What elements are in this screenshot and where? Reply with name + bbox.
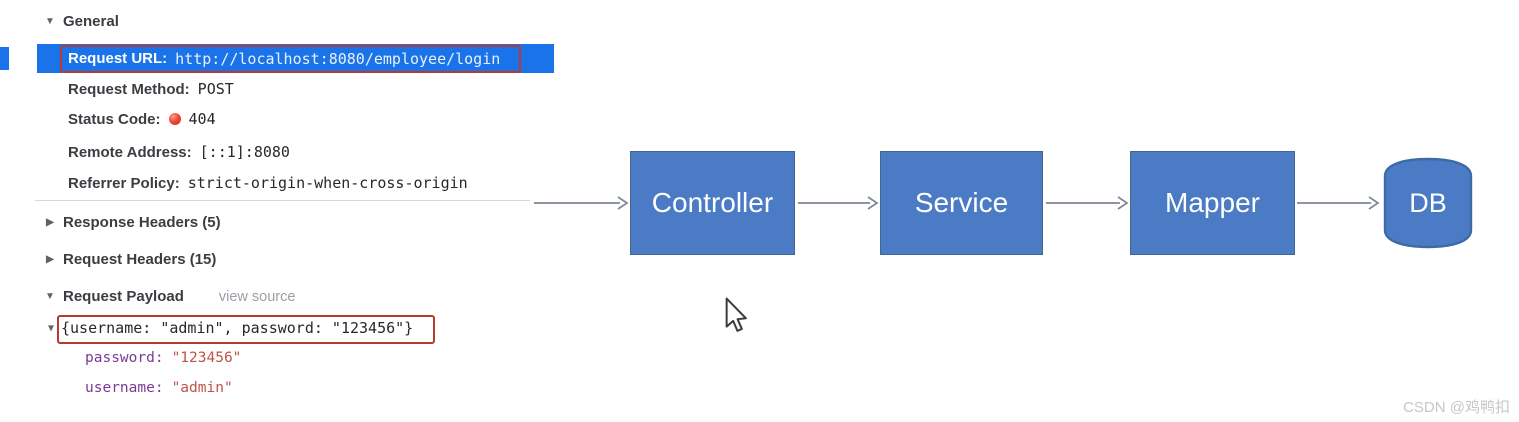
status-code-value: 404 (188, 110, 216, 128)
section-response-headers-title: Response Headers (5) (63, 214, 221, 231)
flow-arrow-service-mapper (1046, 196, 1129, 210)
section-general[interactable]: ▼ General (44, 13, 119, 30)
section-request-payload[interactable]: ▼ Request Payload view source (44, 288, 295, 305)
remote-address-row: Remote Address: [::1]:8080 (68, 143, 290, 161)
request-url-label: Request URL: (68, 50, 168, 67)
node-controller-label: Controller (651, 187, 774, 218)
payload-key: password: (85, 350, 164, 366)
section-response-headers[interactable]: ▶ Response Headers (5) (44, 214, 221, 231)
section-request-headers[interactable]: ▶ Request Headers (15) (44, 251, 216, 268)
remote-address-value: [::1]:8080 (199, 143, 290, 161)
payload-value: "123456" (171, 350, 242, 366)
triangle-expanded-icon: ▼ (47, 322, 55, 334)
csdn-watermark: CSDN @鸡鸭扣 (1403, 399, 1510, 416)
payload-entry-password: password: "123456" (85, 350, 241, 366)
node-service-label: Service (914, 187, 1009, 218)
flow-arrow-mapper-db (1297, 196, 1380, 210)
status-error-dot-icon (168, 113, 181, 125)
node-mapper: Mapper (1130, 151, 1295, 255)
node-db-cylinder: DB (1383, 157, 1473, 249)
triangle-expanded-icon: ▼ (45, 291, 55, 302)
referrer-policy-row: Referrer Policy: strict-origin-when-cros… (68, 174, 468, 192)
request-url-value: http://localhost:8080/employee/login (175, 49, 501, 68)
node-controller: Controller (630, 151, 795, 255)
node-db-label: DB (1409, 188, 1447, 218)
section-request-payload-title: Request Payload (63, 288, 184, 305)
flow-arrow-to-controller (534, 196, 629, 210)
payload-summary-text: {username: "admin", password: "123456"} (61, 319, 414, 337)
referrer-policy-label: Referrer Policy: (68, 174, 180, 192)
section-general-title: General (63, 13, 119, 30)
request-url-row[interactable]: Request URL: http://localhost:8080/emplo… (37, 44, 554, 73)
payload-entry-username: username: "admin" (85, 380, 233, 396)
remote-address-label: Remote Address: (68, 143, 192, 161)
highlight-fragment (0, 47, 9, 70)
request-method-row: Request Method: POST (68, 80, 234, 98)
mouse-cursor-icon (725, 297, 747, 332)
node-service: Service (880, 151, 1043, 255)
payload-value: "admin" (171, 380, 233, 396)
section-divider (35, 200, 530, 201)
request-method-value: POST (197, 80, 234, 98)
payload-summary-row[interactable]: ▼ {username: "admin", password: "123456"… (45, 319, 413, 337)
status-code-row: Status Code: 404 (68, 110, 216, 128)
triangle-collapsed-icon: ▶ (46, 254, 54, 265)
payload-key: username: (85, 380, 164, 396)
referrer-policy-value: strict-origin-when-cross-origin (187, 174, 468, 192)
node-mapper-label: Mapper (1165, 187, 1260, 218)
request-method-label: Request Method: (68, 80, 190, 98)
triangle-collapsed-icon: ▶ (46, 217, 54, 228)
triangle-expanded-icon: ▼ (45, 16, 55, 27)
flow-arrow-controller-service (798, 196, 879, 210)
view-source-link[interactable]: view source (218, 288, 296, 305)
status-code-label: Status Code: (68, 110, 161, 128)
section-request-headers-title: Request Headers (15) (63, 251, 217, 268)
